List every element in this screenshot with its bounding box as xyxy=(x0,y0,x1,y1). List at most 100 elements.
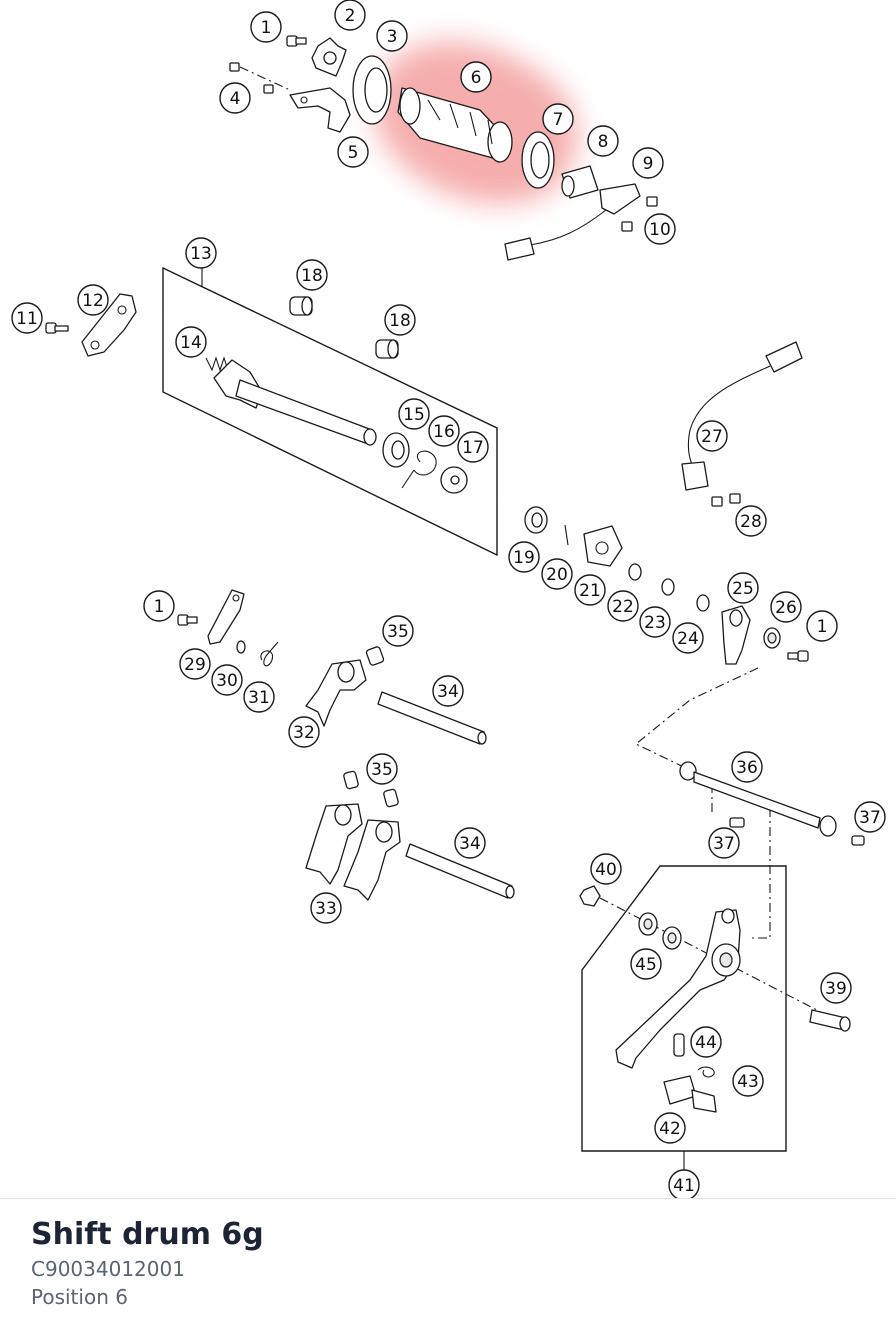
callout-29: 29 xyxy=(179,648,211,680)
part-lever-29 xyxy=(207,589,245,645)
callout-number: 5 xyxy=(348,143,359,163)
callout-12: 12 xyxy=(77,284,109,316)
callout-7: 7 xyxy=(542,103,574,135)
part-screw-37-b xyxy=(851,835,865,846)
callout-number: 43 xyxy=(737,1072,759,1092)
callout-42: 42 xyxy=(654,1112,686,1144)
part-housing-21 xyxy=(583,525,623,567)
callout-number: 34 xyxy=(459,834,481,854)
callout-number: 37 xyxy=(859,808,881,828)
callout-number: 23 xyxy=(644,613,666,633)
part-shift-shaft xyxy=(213,359,377,446)
callout-number: 31 xyxy=(248,688,270,708)
callout-number: 45 xyxy=(635,955,657,975)
callout-number: 16 xyxy=(433,422,455,442)
callout-number: 14 xyxy=(180,333,202,353)
callout-number: 1 xyxy=(154,597,165,617)
callout-5: 5 xyxy=(337,136,369,168)
callout-18: 18 xyxy=(296,259,328,291)
callout-number: 1 xyxy=(261,18,272,38)
callout-number: 39 xyxy=(825,979,847,999)
shift-shaft-assembly-box-13 xyxy=(162,266,498,557)
callout-37: 37 xyxy=(854,801,886,833)
callout-24: 24 xyxy=(672,622,704,654)
callout-number: 33 xyxy=(315,899,337,919)
callout-number: 36 xyxy=(736,758,758,778)
part-screw-1-right xyxy=(787,650,809,662)
part-seal-19 xyxy=(524,506,548,534)
part-bearing-3 xyxy=(352,55,392,125)
callout-25: 25 xyxy=(727,572,759,604)
part-circlip-16 xyxy=(401,450,437,489)
part-locking-lever-5 xyxy=(289,87,351,133)
callout-15: 15 xyxy=(398,398,430,430)
callout-45: 45 xyxy=(630,948,662,980)
callout-number: 2 xyxy=(345,6,356,26)
callout-number: 11 xyxy=(16,309,38,329)
part-bracket-12 xyxy=(81,293,137,357)
callout-37: 37 xyxy=(708,827,740,859)
callout-number: 44 xyxy=(695,1033,717,1053)
part-washer-15 xyxy=(382,432,410,468)
callout-27: 27 xyxy=(696,420,728,452)
part-shift-drum-6 xyxy=(397,87,513,163)
part-oring-22 xyxy=(628,563,642,581)
callout-number: 3 xyxy=(387,27,398,47)
callout-number: 18 xyxy=(301,266,323,286)
callout-number: 32 xyxy=(293,723,315,743)
callout-number: 26 xyxy=(775,598,797,618)
callout-number: 29 xyxy=(184,655,206,675)
part-washer-30 xyxy=(236,640,246,654)
part-screw-37-a xyxy=(729,817,745,828)
part-screws-4 xyxy=(229,62,291,94)
callout-number: 35 xyxy=(371,760,393,780)
callout-40: 40 xyxy=(590,853,622,885)
part-bolt-39 xyxy=(809,1009,851,1032)
part-oring-23 xyxy=(661,578,675,596)
part-clip-24 xyxy=(696,594,710,612)
part-screw-11 xyxy=(45,322,69,334)
callout-number: 17 xyxy=(462,438,484,458)
callout-43: 43 xyxy=(732,1065,764,1097)
part-spacer-18-b xyxy=(375,339,399,359)
callout-19: 19 xyxy=(508,541,540,573)
callout-number: 12 xyxy=(82,291,104,311)
callout-number: 21 xyxy=(579,581,601,601)
part-screws-10 xyxy=(621,196,658,232)
callout-18: 18 xyxy=(384,304,416,336)
part-bushings-45 xyxy=(638,912,682,950)
callout-31: 31 xyxy=(243,681,275,713)
callout-2: 2 xyxy=(334,0,366,31)
part-pin-35-b xyxy=(343,770,399,808)
callout-number: 1 xyxy=(817,617,828,637)
part-screw-1-left xyxy=(177,614,198,626)
callout-number: 34 xyxy=(437,682,459,702)
part-pin-35-a xyxy=(365,646,385,666)
callout-3: 3 xyxy=(376,20,408,52)
callout-41: 41 xyxy=(668,1169,700,1201)
part-bearing-26 xyxy=(763,627,781,649)
part-position: Position 6 xyxy=(31,1285,128,1309)
part-gear-sensor-9 xyxy=(504,183,641,261)
part-bearing-7 xyxy=(521,131,555,189)
part-spacer-18-a xyxy=(289,296,313,316)
callout-16: 16 xyxy=(428,415,460,447)
callout-6: 6 xyxy=(460,61,492,93)
callout-28: 28 xyxy=(735,505,767,537)
callout-number: 4 xyxy=(230,89,241,109)
callout-number: 19 xyxy=(513,548,535,568)
callout-number: 13 xyxy=(190,244,212,264)
part-rail-34-b xyxy=(405,843,515,899)
callout-labels: 1234567891013181211141815161727281920212… xyxy=(11,0,886,1201)
part-shift-fork-32 xyxy=(305,659,367,727)
part-info-panel: Shift drum 6g C90034012001 Position 6 xyxy=(0,1198,896,1336)
callout-number: 7 xyxy=(553,110,564,130)
callout-number: 37 xyxy=(713,834,735,854)
callout-number: 10 xyxy=(649,220,671,240)
callout-number: 30 xyxy=(216,671,238,691)
callout-number: 15 xyxy=(403,405,425,425)
part-washer-17 xyxy=(440,466,468,494)
part-spring-14 xyxy=(205,356,229,372)
callout-number: 8 xyxy=(598,132,609,152)
callout-35: 35 xyxy=(366,753,398,785)
